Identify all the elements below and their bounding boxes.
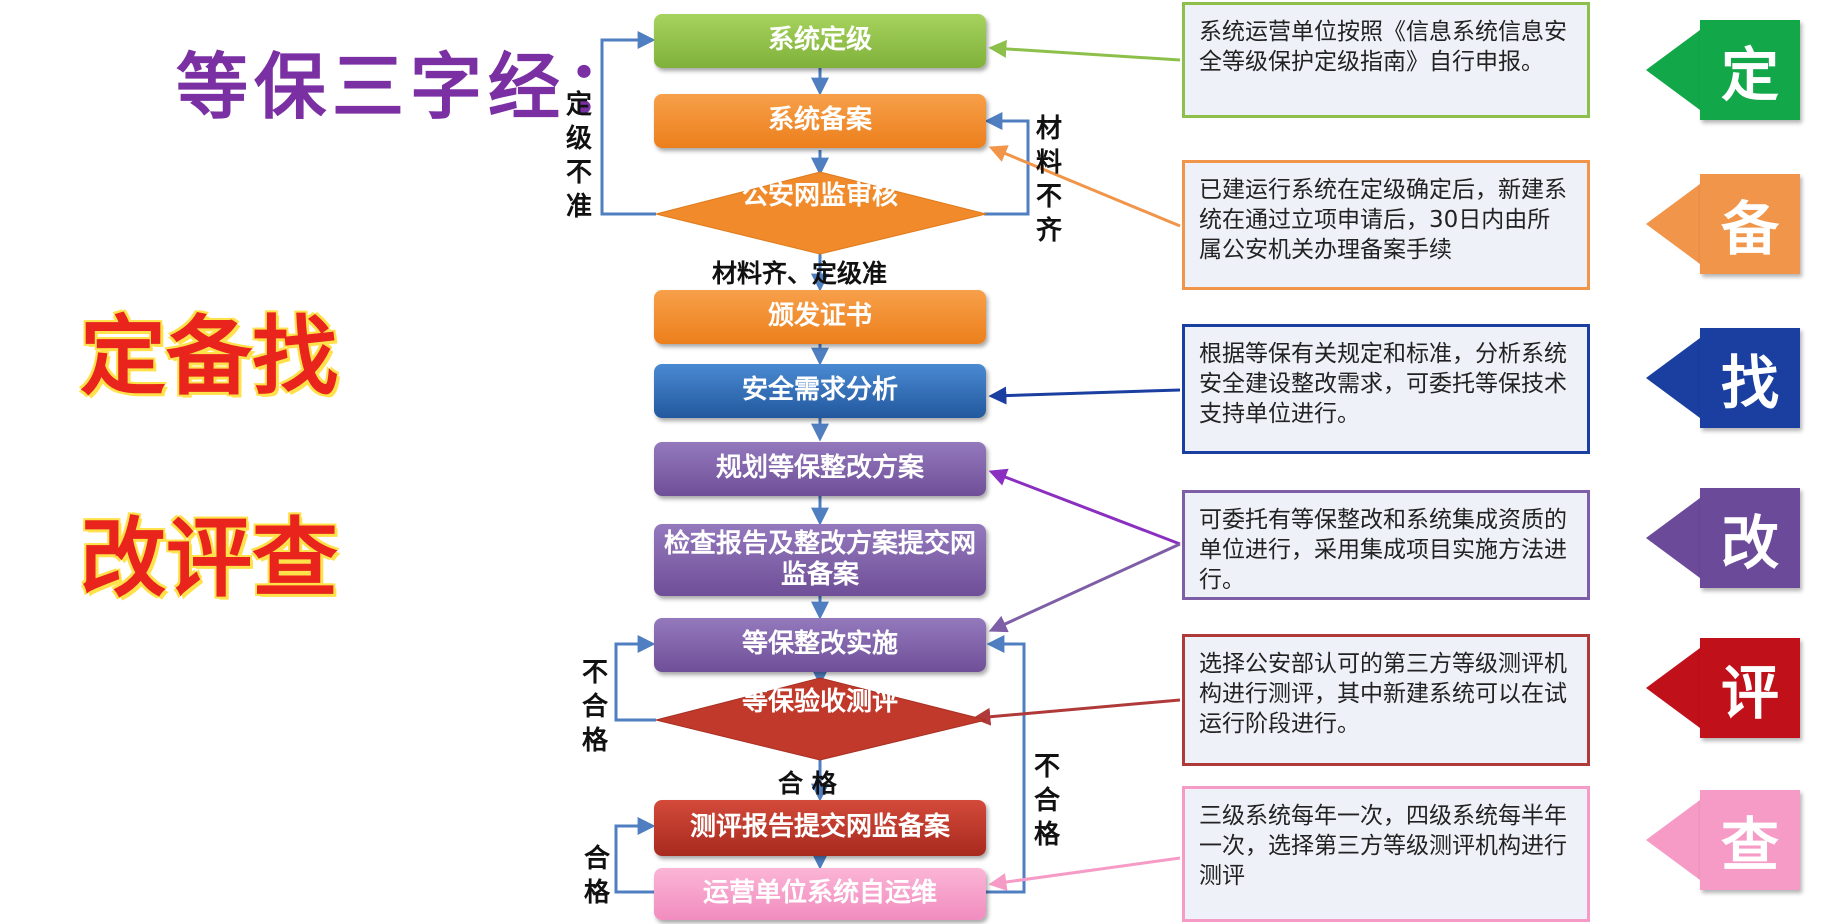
- tag-arrow-cha: [1646, 800, 1700, 880]
- tag-arrow-ping: [1646, 648, 1700, 728]
- tag-ding: 定: [1700, 20, 1800, 120]
- tag-bei: 备: [1700, 174, 1800, 274]
- step-rectification-implementation: 等保整改实施: [654, 618, 986, 672]
- tag-gai: 改: [1700, 488, 1800, 588]
- edge-label-grading-invalid: 定级不准: [565, 90, 592, 222]
- edge-label-materials-incomplete: 材料不齐: [1035, 114, 1062, 246]
- tag-zhao: 找: [1700, 328, 1800, 428]
- step-security-requirement-analysis: 安全需求分析: [654, 364, 986, 418]
- edge-label-pass-left: 合格: [583, 844, 610, 908]
- edge-label-fail-right: 不合格: [1033, 752, 1060, 850]
- tag-arrow-zhao: [1646, 338, 1700, 418]
- slogan-1: 定备找: [80, 307, 338, 407]
- note-grading: 系统运营单位按照《信息系统信息安全等级保护定级指南》自行申报。: [1182, 2, 1590, 118]
- note-rectification: 可委托有等保整改和系统集成资质的单位进行，采用集成项目实施方法进行。: [1182, 490, 1590, 600]
- tag-arrow-gai: [1646, 498, 1700, 578]
- step-system-filing: 系统备案: [654, 94, 986, 148]
- tag-arrow-bei: [1646, 184, 1700, 264]
- edge-label-materials-complete: 材料齐、定级准: [712, 259, 888, 288]
- tag-ping: 评: [1700, 638, 1800, 738]
- step-issue-certificate: 颁发证书: [654, 290, 986, 344]
- step-self-maintenance: 运营单位系统自运维: [654, 868, 986, 920]
- tag-cha: 查: [1700, 790, 1800, 890]
- tag-arrow-ding: [1646, 30, 1700, 110]
- diamond-ceping: [655, 677, 987, 761]
- step-submit-report: 检查报告及整改方案提交网监备案: [654, 524, 986, 596]
- note-filing: 已建运行系统在定级确定后，新建系统在通过立项申请后，30日内由所属公安机关办理备…: [1182, 160, 1590, 290]
- edge-label-pass-center: 合 格: [778, 769, 837, 798]
- decision-police-review: 公安网监审核: [741, 181, 898, 211]
- edge-label-fail-left: 不合格: [581, 658, 608, 756]
- step-test-report-filing: 测评报告提交网监备案: [654, 800, 986, 856]
- note-evaluation: 选择公安部认可的第三方等级测评机构进行测评，其中新建系统可以在试运行阶段进行。: [1182, 634, 1590, 766]
- step-system-grading: 系统定级: [654, 14, 986, 68]
- note-inspection: 三级系统每年一次，四级系统每半年一次，选择第三方等级测评机构进行测评: [1182, 786, 1590, 922]
- slogan-2: 改评查: [80, 509, 338, 609]
- diamond-shenhe: [655, 171, 987, 255]
- step-plan-rectification: 规划等保整改方案: [654, 442, 986, 496]
- note-requirement-analysis: 根据等保有关规定和标准，分析系统安全建设整改需求，可委托等保技术支持单位进行。: [1182, 324, 1590, 454]
- page-title: 等保三字经：: [176, 45, 645, 129]
- decision-acceptance-test: 等保验收测评: [741, 687, 898, 717]
